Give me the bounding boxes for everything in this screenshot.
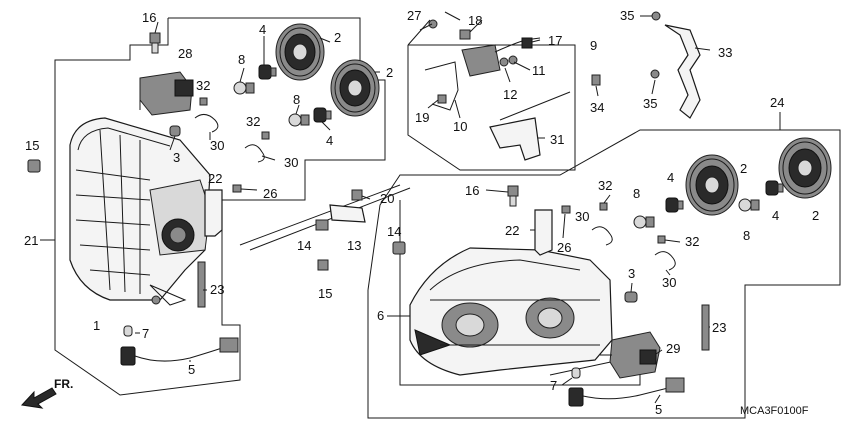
label-18: 18 [468, 13, 482, 28]
label-2-b: 2 [386, 65, 393, 80]
label-19: 19 [415, 110, 429, 125]
label-31: 31 [550, 132, 564, 147]
label-6: 6 [377, 308, 384, 323]
right-dust-covers [685, 137, 832, 216]
left-screws [199, 97, 270, 140]
diagram-code: MCA3F0100F [740, 405, 809, 417]
part-labels: 1 2 2 2 2 3 3 4 4 4 4 5 5 6 7 7 8 8 8 8 … [24, 8, 819, 417]
part-29-actuator [600, 331, 661, 379]
label-32-a: 32 [196, 78, 210, 93]
label-30-b: 30 [284, 155, 298, 170]
part-3-right [624, 291, 638, 303]
right-bolt-23 [701, 304, 710, 351]
label-11: 11 [532, 63, 546, 78]
left-dust-covers [275, 23, 380, 117]
label-20: 20 [380, 191, 394, 206]
front-arrow-label: FR. [54, 377, 73, 391]
label-33: 33 [718, 45, 732, 60]
label-2-a: 2 [334, 30, 341, 45]
label-21: 21 [24, 233, 38, 248]
middle-small-parts [315, 189, 366, 271]
part-14-clip-right [392, 241, 406, 255]
label-3-b: 3 [628, 266, 635, 281]
label-7-b: 7 [550, 378, 557, 393]
left-sockets [258, 64, 332, 123]
label-3-a: 3 [173, 150, 180, 165]
right-springs [591, 226, 676, 271]
label-5-a: 5 [188, 362, 195, 377]
label-15-a: 15 [25, 138, 39, 153]
leader-lines [135, 15, 711, 404]
label-30-c: 30 [575, 209, 589, 224]
label-14-b: 14 [387, 224, 401, 239]
label-16-b: 16 [465, 183, 479, 198]
label-14-a: 14 [297, 238, 311, 253]
label-30-a: 30 [210, 138, 224, 153]
group-outlines [40, 17, 841, 419]
label-29: 29 [666, 341, 680, 356]
part-15-clip-left [27, 159, 41, 173]
top-right-brackets [650, 11, 701, 119]
label-2-c: 2 [740, 161, 747, 176]
label-32-d: 32 [685, 234, 699, 249]
left-springs [194, 114, 265, 163]
label-35-b: 35 [643, 96, 657, 111]
label-4-c: 4 [667, 170, 674, 185]
label-35-a: 35 [620, 8, 634, 23]
left-screw-26 [232, 184, 242, 193]
part-16-bolt-right [507, 185, 519, 207]
right-screw-26 [561, 205, 571, 214]
label-23-b: 23 [712, 320, 726, 335]
label-13: 13 [347, 238, 361, 253]
label-24: 24 [770, 95, 784, 110]
label-4-d: 4 [772, 208, 779, 223]
part-16-bolt-left [149, 32, 161, 54]
label-17: 17 [548, 33, 562, 48]
label-7-a: 7 [142, 326, 149, 341]
label-4-b: 4 [326, 133, 333, 148]
left-headlight-housing [69, 117, 211, 306]
label-32-c: 32 [598, 178, 612, 193]
label-26-b: 26 [557, 240, 571, 255]
label-27: 27 [407, 8, 421, 23]
right-screws [599, 202, 666, 244]
part-3-left [169, 125, 181, 137]
label-22-a: 22 [208, 171, 222, 186]
label-15-b: 15 [318, 286, 332, 301]
right-wiring-harness [568, 367, 685, 407]
left-bracket-22 [204, 189, 223, 237]
label-8-c: 8 [633, 186, 640, 201]
right-bracket-22 [534, 209, 553, 256]
left-bolt-23 [197, 261, 206, 308]
label-4-a: 4 [259, 22, 266, 37]
label-26-a: 26 [263, 186, 277, 201]
front-direction-arrow: FR. [20, 377, 73, 409]
left-wiring-harness [120, 325, 239, 366]
label-28: 28 [178, 46, 192, 61]
label-1: 1 [93, 318, 100, 333]
label-8-d: 8 [743, 228, 750, 243]
label-8-b: 8 [293, 92, 300, 107]
label-12: 12 [503, 87, 517, 102]
module-box-parts [424, 11, 601, 161]
label-9: 9 [590, 38, 597, 53]
label-5-b: 5 [655, 402, 662, 417]
label-16-a: 16 [142, 10, 156, 25]
label-34: 34 [590, 100, 604, 115]
label-2-d: 2 [812, 208, 819, 223]
label-32-b: 32 [246, 114, 260, 129]
right-bulbs [633, 198, 760, 229]
label-22-b: 22 [505, 223, 519, 238]
label-10: 10 [453, 119, 467, 134]
label-8-a: 8 [238, 52, 245, 67]
right-headlight-housing [409, 247, 613, 376]
part-28-actuator [139, 71, 194, 116]
label-23-a: 23 [210, 282, 224, 297]
label-30-d: 30 [662, 275, 676, 290]
right-sockets [665, 180, 784, 213]
